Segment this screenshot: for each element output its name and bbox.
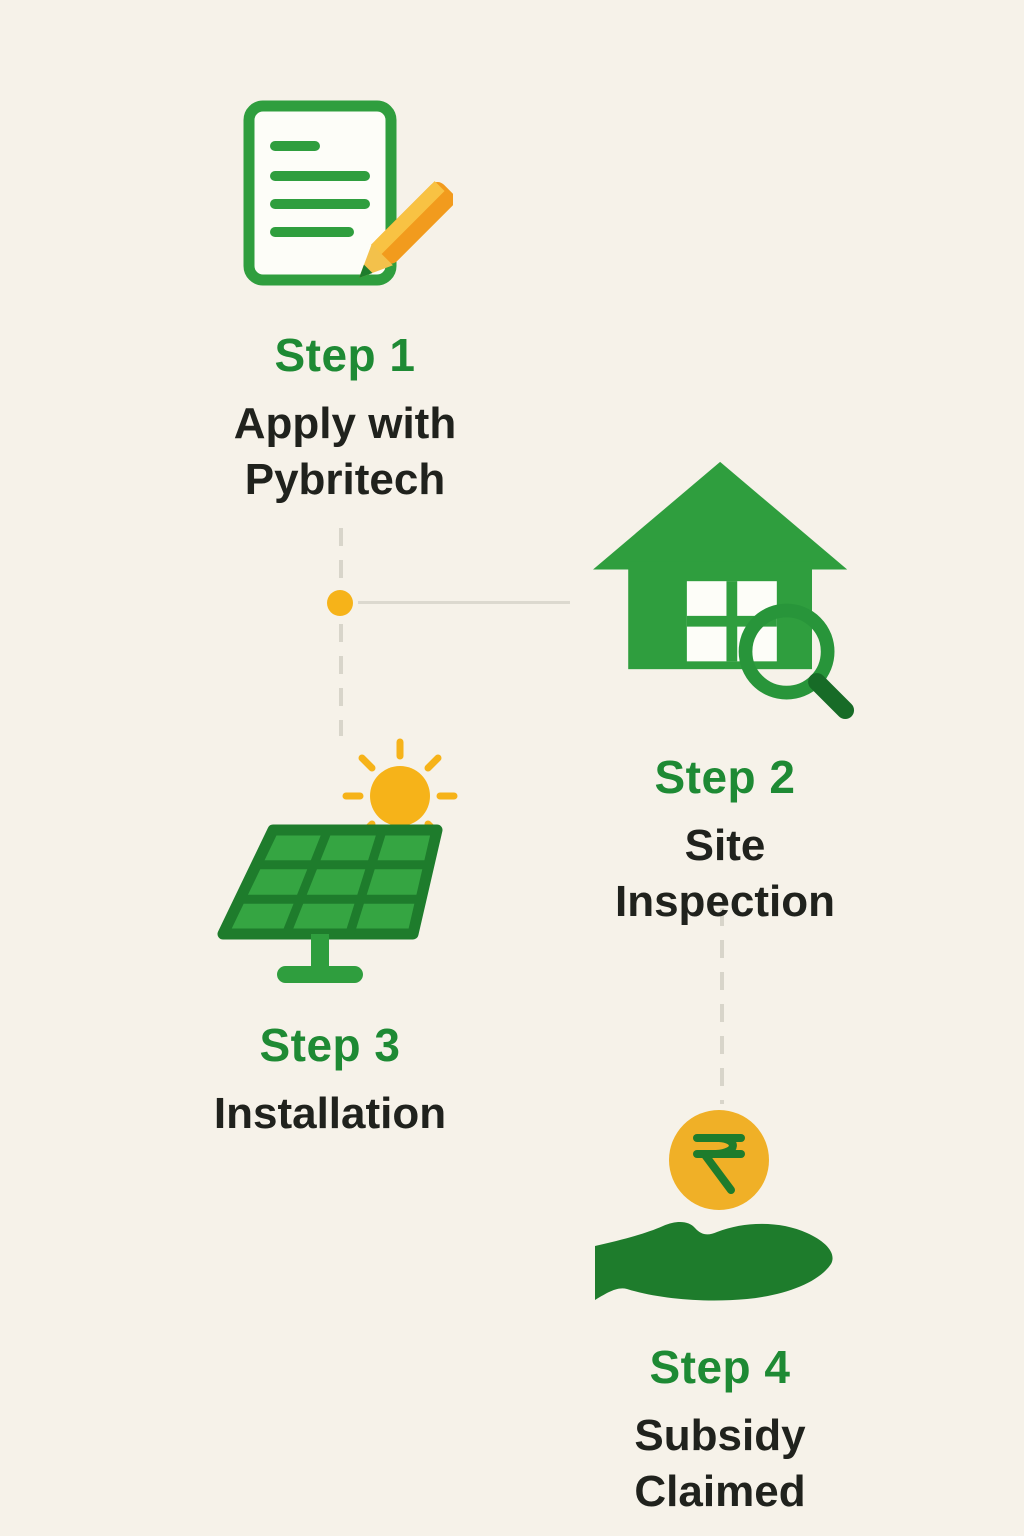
step-4: Step 4 Subsidy Claimed: [535, 1108, 905, 1521]
step-1-label: Step 1: [274, 329, 416, 381]
step-2-title: Site Inspection: [614, 821, 836, 927]
solar-panel-icon: [140, 738, 520, 988]
document-pencil-icon-svg: [243, 100, 453, 286]
step-3-title: Installation: [213, 1089, 447, 1138]
connector-step2-step4-dash: [720, 908, 724, 1104]
step-3-label: Step 3: [259, 1019, 401, 1071]
connector-step1-dash-top: [339, 528, 343, 586]
step-2-label: Step 2: [654, 751, 796, 803]
connector-dot: [327, 590, 353, 616]
house-inspection-icon-svg: [593, 461, 855, 720]
solar-panel-icon-svg: [217, 738, 458, 983]
step-1: Step 1 Apply with Pybritech: [150, 98, 540, 509]
hand-coin-icon-svg: [595, 1110, 833, 1301]
step-4-label: Step 4: [649, 1341, 791, 1393]
connector-step1-dash-bottom: [339, 624, 343, 736]
house-inspection-icon: [540, 458, 910, 720]
step-4-title: Subsidy Claimed: [634, 1411, 806, 1517]
step-1-title: Apply with Pybritech: [233, 399, 457, 505]
document-pencil-icon: [150, 98, 540, 298]
hand-coin-icon: [535, 1108, 905, 1310]
step-3: Step 3 Installation: [140, 738, 520, 1142]
connector-step1-step2-line: [358, 601, 570, 604]
step-2: Step 2 Site Inspection: [540, 458, 910, 931]
